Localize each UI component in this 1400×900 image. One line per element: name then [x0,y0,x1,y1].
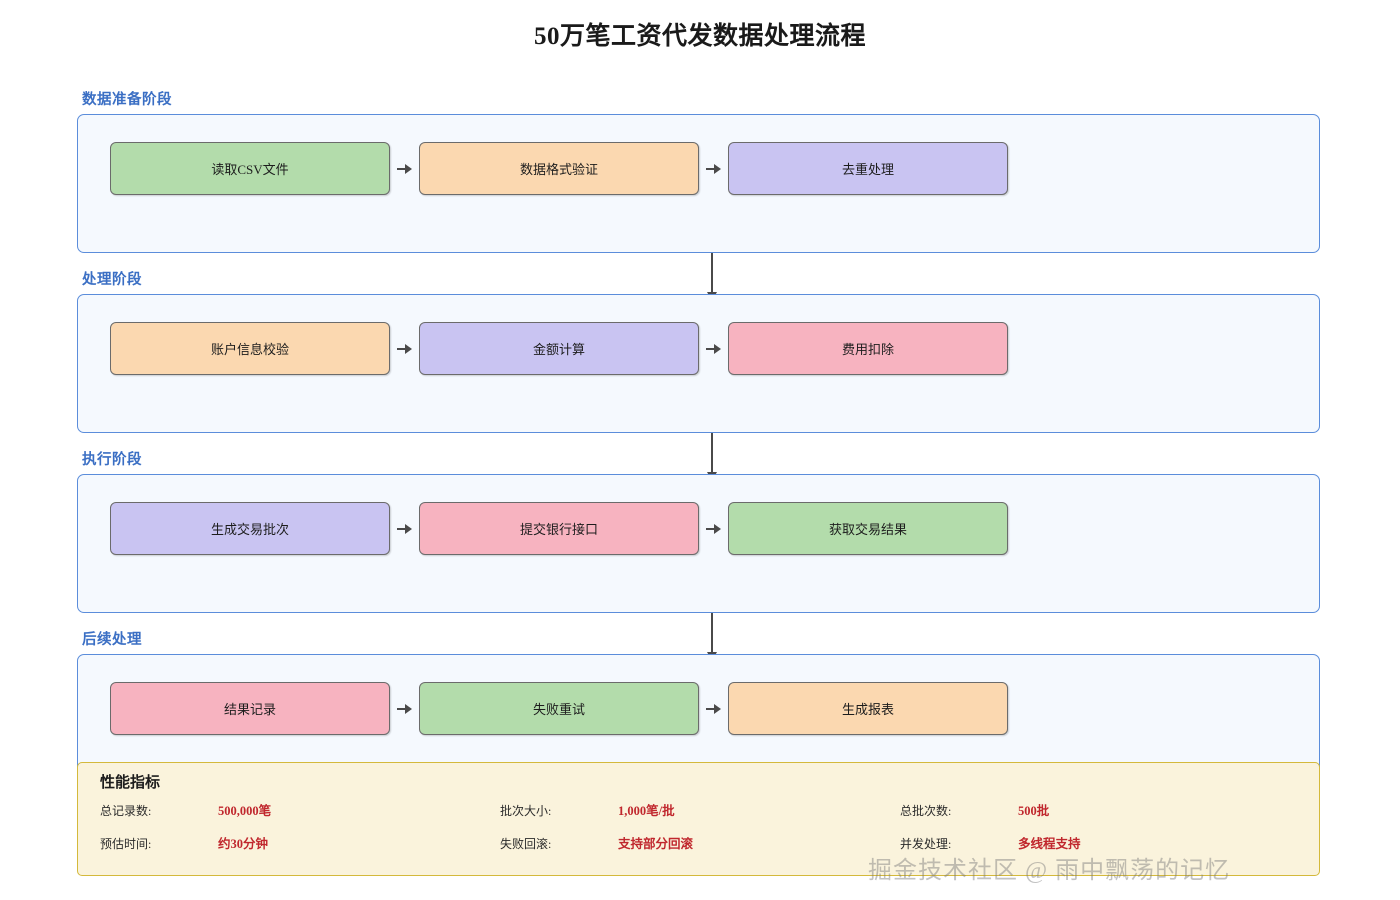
node-format-validate[interactable]: 数据格式验证 [419,142,699,195]
stage-label-execution: 执行阶段 [82,452,142,468]
metric-label: 总记录数: [100,804,152,818]
node-fetch-result[interactable]: 获取交易结果 [728,502,1008,555]
metric-value: 500批 [1018,804,1050,818]
node-row: 读取CSV文件 数据格式验证 去重处理 [110,142,1319,195]
metric-label: 总批次数: [900,804,952,818]
arrow-right-icon [397,702,412,716]
node-read-csv[interactable]: 读取CSV文件 [110,142,390,195]
metric-failure-rollback: 失败回滚: 支持部分回滚 [500,833,900,852]
arrow-right-icon [397,342,412,356]
stage-container-processing: 账户信息校验 金额计算 费用扣除 [77,294,1320,433]
metric-label: 并发处理: [900,837,952,851]
node-row: 账户信息校验 金额计算 费用扣除 [110,322,1319,375]
node-deduplicate[interactable]: 去重处理 [728,142,1008,195]
node-fee-deduction[interactable]: 费用扣除 [728,322,1008,375]
arrow-right-icon [706,702,721,716]
arrow-right-icon [397,522,412,536]
watermark: 掘金技术社区 @ 雨中飘荡的记忆 [868,858,1231,884]
metric-estimated-time: 预估时间: 约30分钟 [100,833,500,852]
metric-total-batches: 总批次数: 500批 [900,800,1297,819]
node-row: 结果记录 失败重试 生成报表 [110,682,1319,735]
arrow-right-icon [706,522,721,536]
node-amount-calc[interactable]: 金额计算 [419,322,699,375]
stage-execution: 执行阶段 生成交易批次 提交银行接口 获取交易结果 [77,448,1320,613]
arrow-right-icon [706,342,721,356]
metric-concurrency: 并发处理: 多线程支持 [900,833,1297,852]
metric-batch-size: 批次大小: 1,000笔/批 [500,800,900,819]
metrics-grid: 总记录数: 500,000笔 批次大小: 1,000笔/批 总批次数: 500批… [100,800,1297,852]
metric-label: 批次大小: [500,804,552,818]
performance-metrics-panel: 性能指标 总记录数: 500,000笔 批次大小: 1,000笔/批 总批次数:… [77,762,1320,876]
metric-total-records: 总记录数: 500,000笔 [100,800,500,819]
node-failure-retry[interactable]: 失败重试 [419,682,699,735]
arrow-right-icon [397,162,412,176]
metric-value: 支持部分回滚 [618,837,694,851]
stage-data-preparation: 数据准备阶段 读取CSV文件 数据格式验证 去重处理 [77,88,1320,253]
metric-label: 预估时间: [100,837,152,851]
node-account-verify[interactable]: 账户信息校验 [110,322,390,375]
page-title: 50万笔工资代发数据处理流程 [533,23,866,50]
metrics-title: 性能指标 [100,775,161,791]
stage-container-data-preparation: 读取CSV文件 数据格式验证 去重处理 [77,114,1320,253]
metric-value: 约30分钟 [218,837,269,851]
arrow-right-icon [706,162,721,176]
node-submit-bank-api[interactable]: 提交银行接口 [419,502,699,555]
metric-value: 多线程支持 [1018,837,1081,851]
node-generate-report[interactable]: 生成报表 [728,682,1008,735]
metric-value: 1,000笔/批 [618,804,675,818]
node-generate-batch[interactable]: 生成交易批次 [110,502,390,555]
metric-value: 500,000笔 [218,804,272,818]
stage-container-execution: 生成交易批次 提交银行接口 获取交易结果 [77,474,1320,613]
node-row: 生成交易批次 提交银行接口 获取交易结果 [110,502,1319,555]
stage-label-post-processing: 后续处理 [82,632,142,648]
stage-processing: 处理阶段 账户信息校验 金额计算 费用扣除 [77,268,1320,433]
metric-label: 失败回滚: [500,837,552,851]
stage-label-processing: 处理阶段 [82,272,142,288]
node-result-record[interactable]: 结果记录 [110,682,390,735]
stage-label-data-preparation: 数据准备阶段 [82,92,172,108]
